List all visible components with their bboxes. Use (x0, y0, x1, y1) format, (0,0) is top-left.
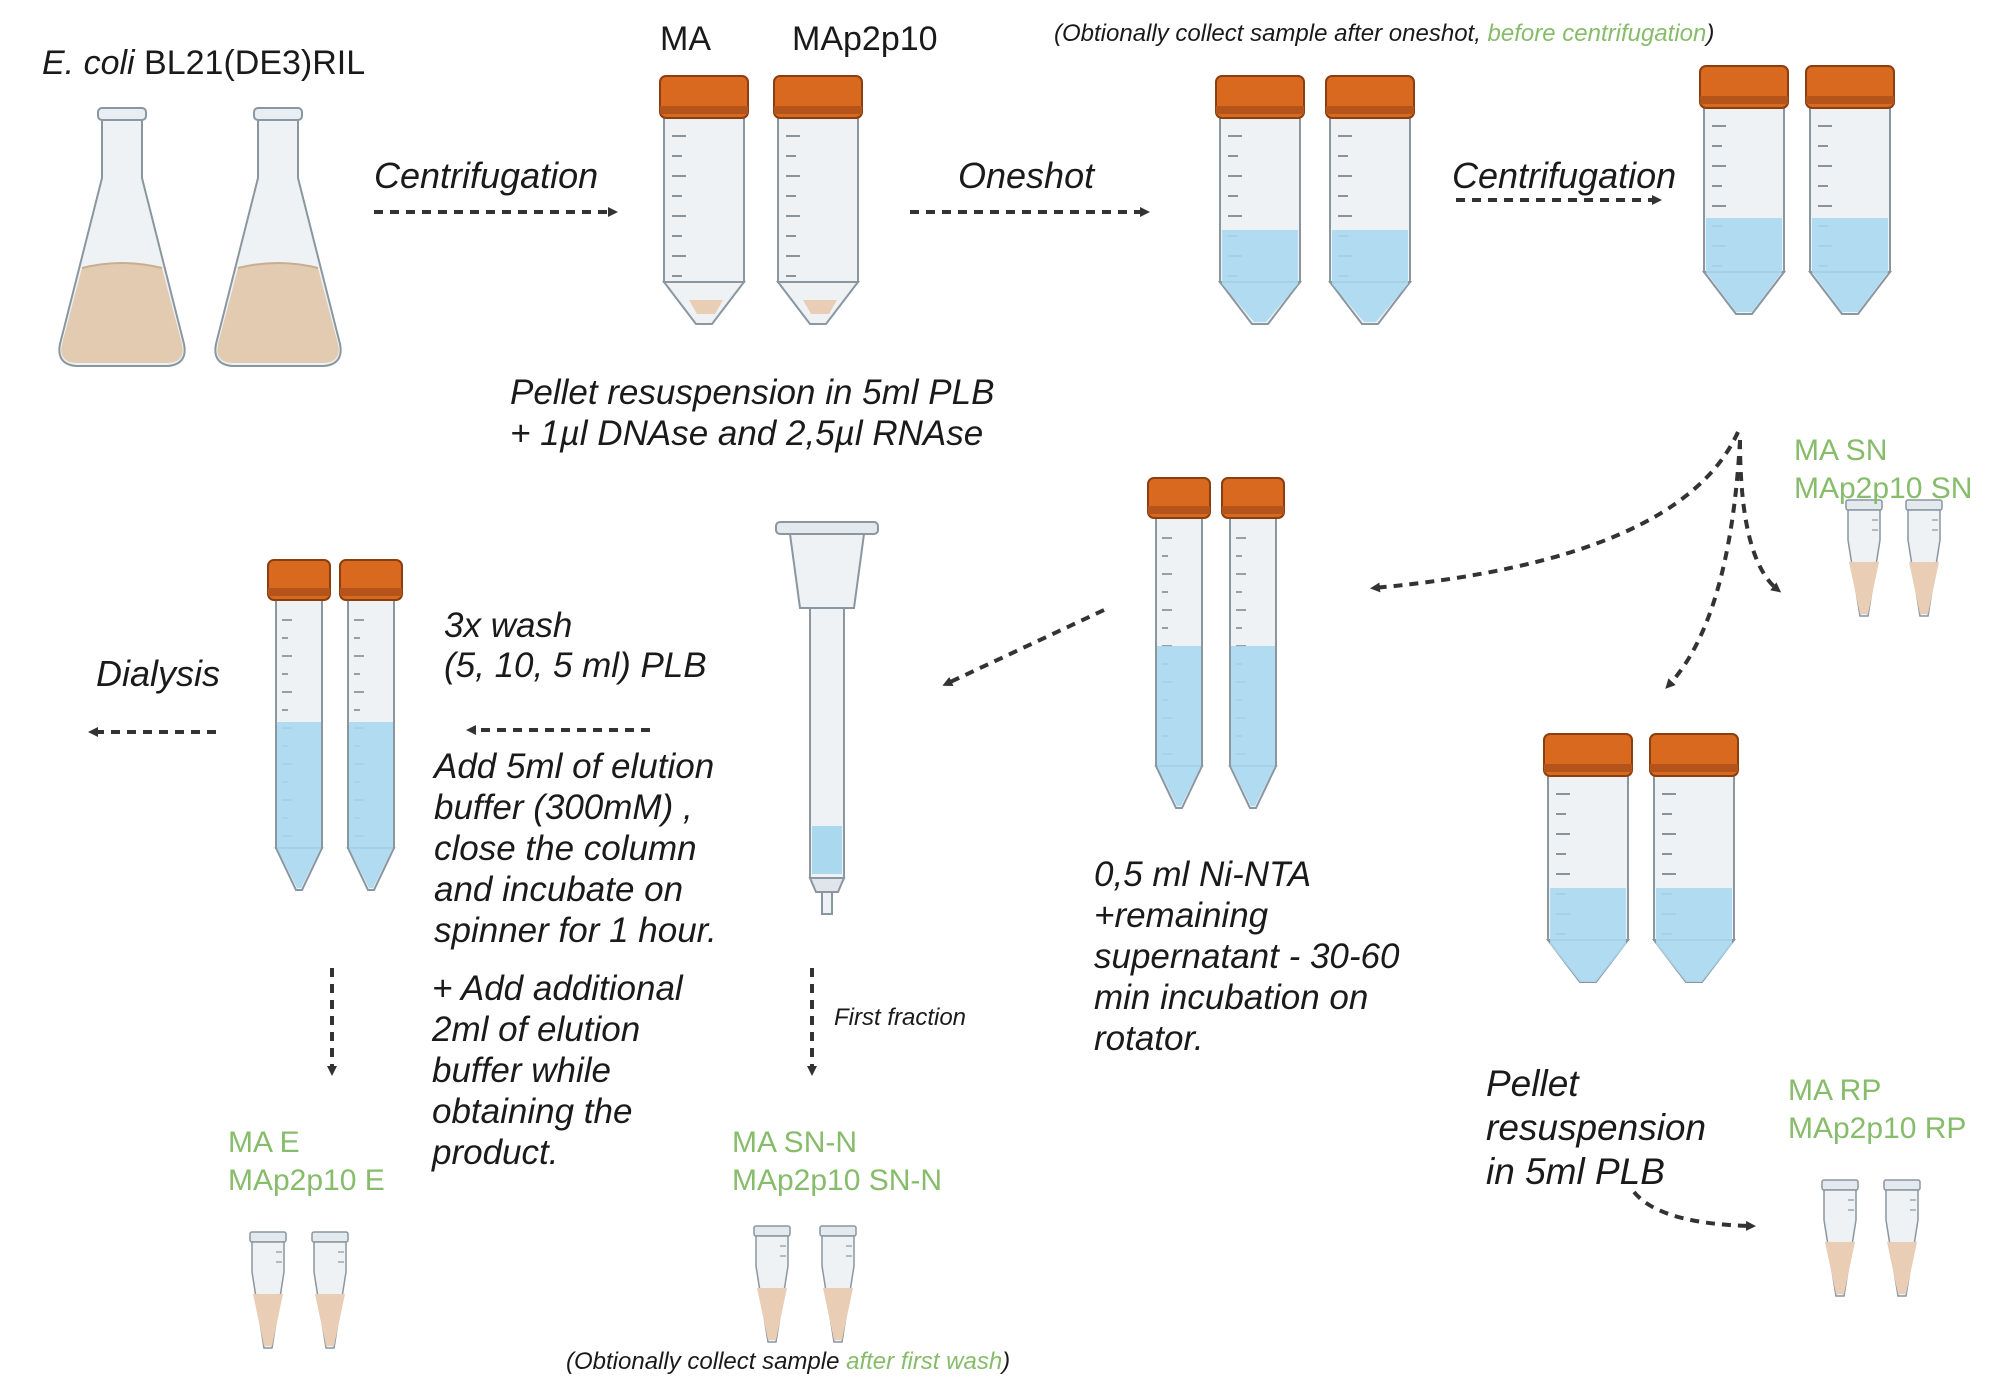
step-oneshot: Oneshot (958, 155, 1095, 196)
optional-note-bottom: (Obtionally collect sample after first w… (566, 1348, 1011, 1375)
falcon-tube-icon (773, 75, 863, 325)
step-first-fraction: First fraction (834, 1004, 967, 1031)
step-dialysis: Dialysis (96, 653, 221, 694)
microtube-icon (753, 1225, 791, 1343)
strain-title: E. coli BL21(DE3)RIL (42, 44, 366, 82)
step-centrifugation-2: Centrifugation (1452, 155, 1677, 196)
nta-note: 0,5 ml Ni-NTA +remaining supernatant - 3… (1094, 855, 1400, 1058)
microtube-icon (249, 1231, 287, 1349)
microtube-icon (1845, 499, 1883, 617)
erlenmeyer-flask-icon (214, 107, 342, 367)
additional-note: + Add additional 2ml of elution buffer w… (432, 969, 683, 1172)
sample-labels-snn: MA SN-N MAp2p10 SN-N (732, 1126, 943, 1197)
falcon-tube-icon (659, 75, 749, 325)
tube-label-map2p10: MAp2p10 (792, 20, 938, 58)
pellet-note: Pellet resuspension in 5ml PLB (1486, 1063, 1707, 1192)
sample-labels-e: MA E MAp2p10 E (228, 1126, 385, 1197)
step-centrifugation-1: Centrifugation (374, 155, 599, 196)
elution-note: Add 5ml of elution buffer (300mM) , clos… (434, 747, 717, 950)
sample-labels-rp: MA RP MAp2p10 RP (1788, 1074, 1967, 1145)
optional-note-top: (Obtionally collect sample after oneshot… (1054, 20, 1715, 47)
erlenmeyer-flask-icon (58, 107, 186, 367)
microtube-icon (1883, 1179, 1921, 1297)
wash-note: 3x wash (5, 10, 5 ml) PLB (444, 606, 707, 685)
column-icon (775, 521, 879, 915)
tube-label-ma: MA (660, 20, 711, 58)
microtube-icon (1905, 499, 1943, 617)
microtube-icon (311, 1231, 349, 1349)
microtube-icon (1821, 1179, 1859, 1297)
resuspension-note: Pellet resuspension in 5ml PLB + 1µl DNA… (510, 373, 995, 453)
sample-labels-sn: MA SN MAp2p10 SN (1794, 434, 1973, 505)
microtube-icon (819, 1225, 857, 1343)
